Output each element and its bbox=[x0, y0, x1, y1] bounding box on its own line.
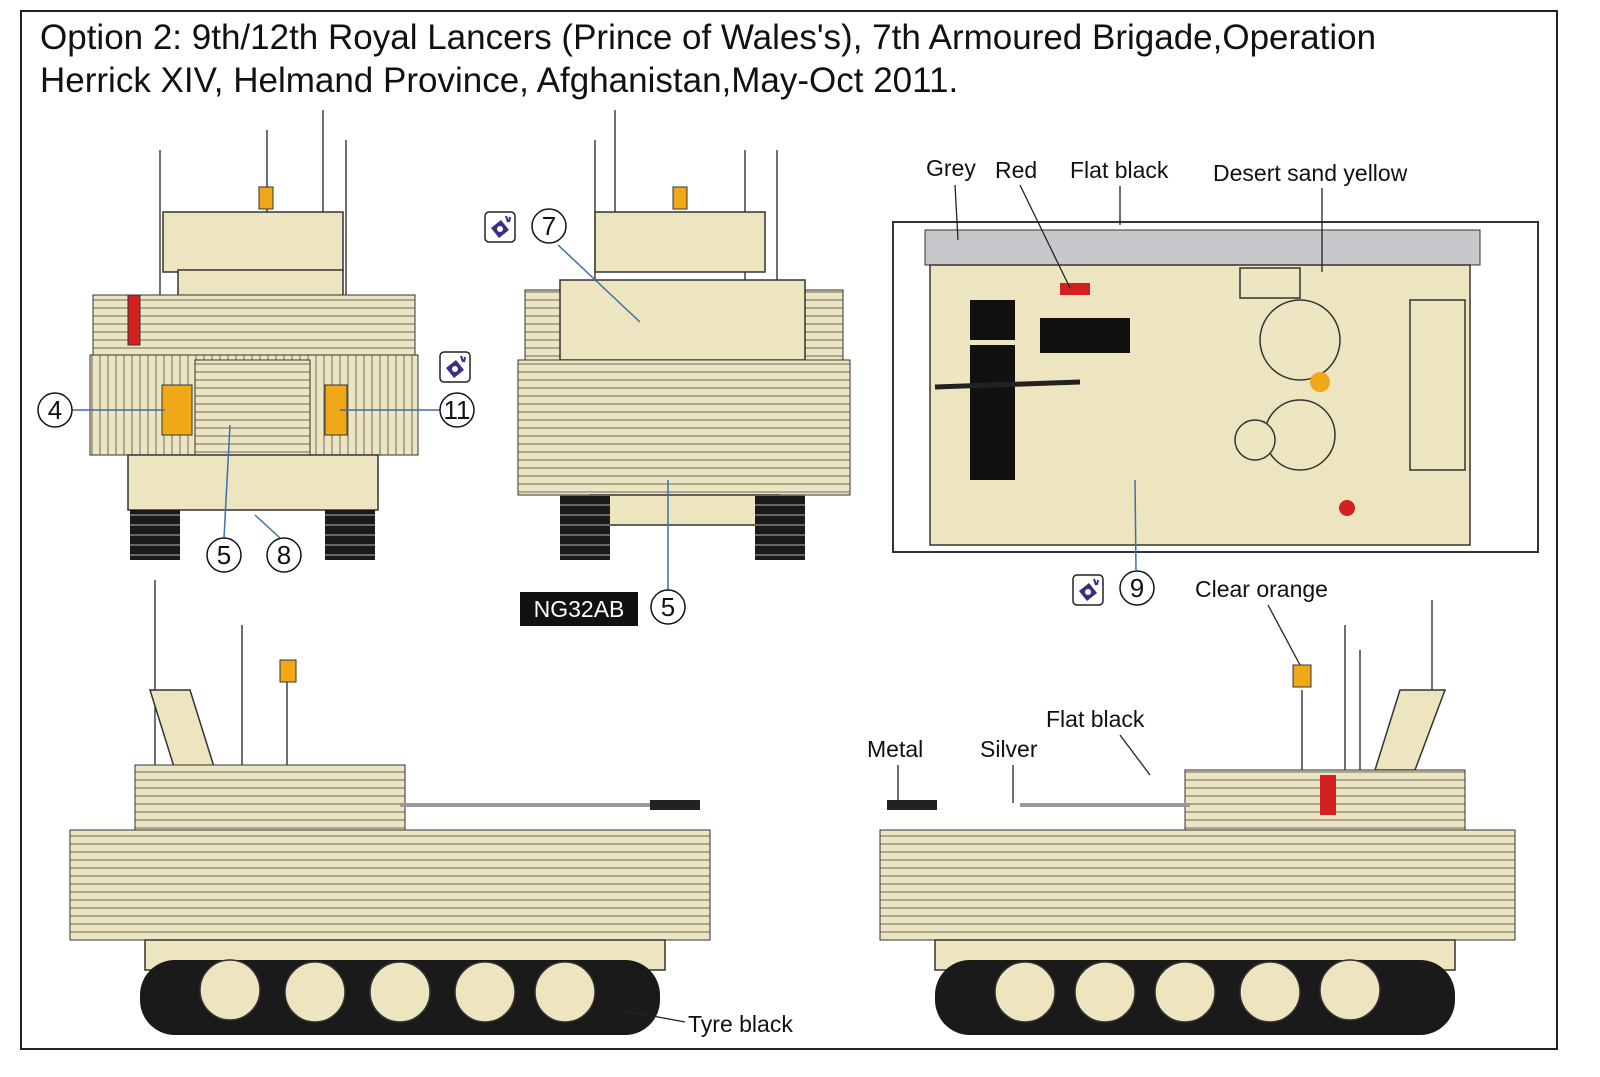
svg-text:9: 9 bbox=[1130, 573, 1144, 603]
callout-4: 4 bbox=[37, 392, 165, 428]
svg-text:5: 5 bbox=[661, 592, 675, 622]
callout-5-rear: 5 bbox=[206, 424, 242, 573]
decal-icon bbox=[1072, 574, 1104, 606]
label-clear-orange: Clear orange bbox=[1195, 576, 1328, 602]
plate-badge bbox=[520, 592, 638, 626]
callout-5-front: 5 bbox=[650, 480, 686, 625]
svg-text:8: 8 bbox=[277, 540, 291, 570]
right-side-view bbox=[879, 600, 1516, 1035]
decal-icon bbox=[484, 211, 516, 243]
callout-7: 7 bbox=[531, 208, 641, 323]
svg-text:7: 7 bbox=[542, 211, 556, 241]
top-view bbox=[892, 221, 1539, 553]
decal-icon bbox=[439, 351, 471, 383]
svg-text:Tyre black: Tyre black bbox=[688, 1011, 793, 1037]
callout-9: 9 bbox=[1119, 479, 1155, 606]
svg-text:5: 5 bbox=[217, 540, 231, 570]
tyre-black-label: Tyre black bbox=[619, 1009, 793, 1037]
svg-text:11: 11 bbox=[444, 395, 471, 425]
rear-view bbox=[89, 110, 419, 560]
label-grey: Grey bbox=[926, 155, 976, 181]
side-color-labels: Clear orange Metal Silver Flat black bbox=[867, 576, 1328, 803]
front-view bbox=[517, 110, 851, 560]
label-red: Red bbox=[995, 157, 1037, 183]
label-silver: Silver bbox=[980, 736, 1038, 762]
label-metal: Metal bbox=[867, 736, 923, 762]
label-flat-black: Flat black bbox=[1070, 157, 1169, 183]
left-side-view bbox=[69, 580, 711, 1035]
label-desert-sand-yellow: Desert sand yellow bbox=[1213, 160, 1408, 186]
callout-11: 11 bbox=[340, 392, 475, 428]
label-flat-black-side: Flat black bbox=[1046, 706, 1145, 732]
svg-text:4: 4 bbox=[48, 395, 62, 425]
top-view-color-labels: Grey Red Flat black Desert sand yellow bbox=[926, 155, 1408, 289]
title-line-2: Herrick XIV, Helmand Province, Afghanist… bbox=[40, 61, 959, 100]
plate-text: NG32AB bbox=[534, 596, 625, 622]
title-line-1: Option 2: 9th/12th Royal Lancers (Prince… bbox=[40, 18, 1377, 57]
page-title: Option 2: 9th/12th Royal Lancers (Prince… bbox=[40, 16, 1376, 102]
sheet-border bbox=[20, 10, 1558, 1050]
callout-8: 8 bbox=[254, 514, 302, 573]
